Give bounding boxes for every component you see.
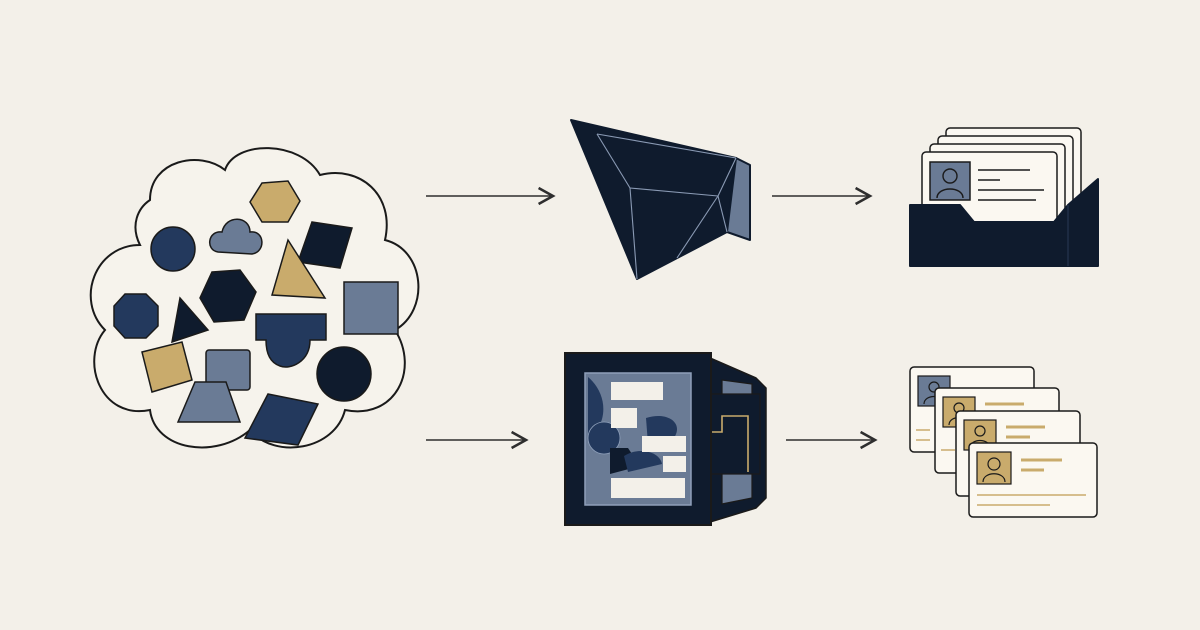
ink-hexagon (199, 269, 257, 323)
card-file-box-icon (909, 127, 1099, 267)
navy-circle (150, 226, 196, 272)
faceted-crystal-icon (570, 119, 751, 280)
slate-trapezoid (176, 381, 242, 423)
crystal-facet-lines (596, 133, 737, 280)
gold-tilted-square (141, 341, 193, 393)
file-card-text-lines (978, 169, 1044, 201)
gold-hexagon (249, 180, 301, 223)
file-card-avatar-icon (929, 161, 971, 201)
ink-circle (316, 346, 372, 402)
navy-rounded-tab (255, 313, 327, 368)
sorting-machine-icon (564, 352, 767, 526)
ink-arrow-triangle (171, 296, 210, 344)
ink-rhombus (296, 221, 353, 269)
machine-circuit-trace (706, 415, 749, 472)
mixed-shapes-cloud-icon (89, 147, 420, 449)
crystal-side-face (726, 157, 751, 241)
navy-parallelogram (243, 393, 320, 446)
gold-triangle (271, 238, 327, 299)
navy-octagon (113, 293, 159, 339)
machine-slot (703, 393, 761, 475)
profile-card-stack-icon (909, 366, 1098, 518)
slate-square (343, 281, 399, 335)
machine-window-contents (587, 377, 686, 498)
slate-cloud-blob (209, 218, 263, 255)
profile-card-4 (968, 442, 1098, 518)
